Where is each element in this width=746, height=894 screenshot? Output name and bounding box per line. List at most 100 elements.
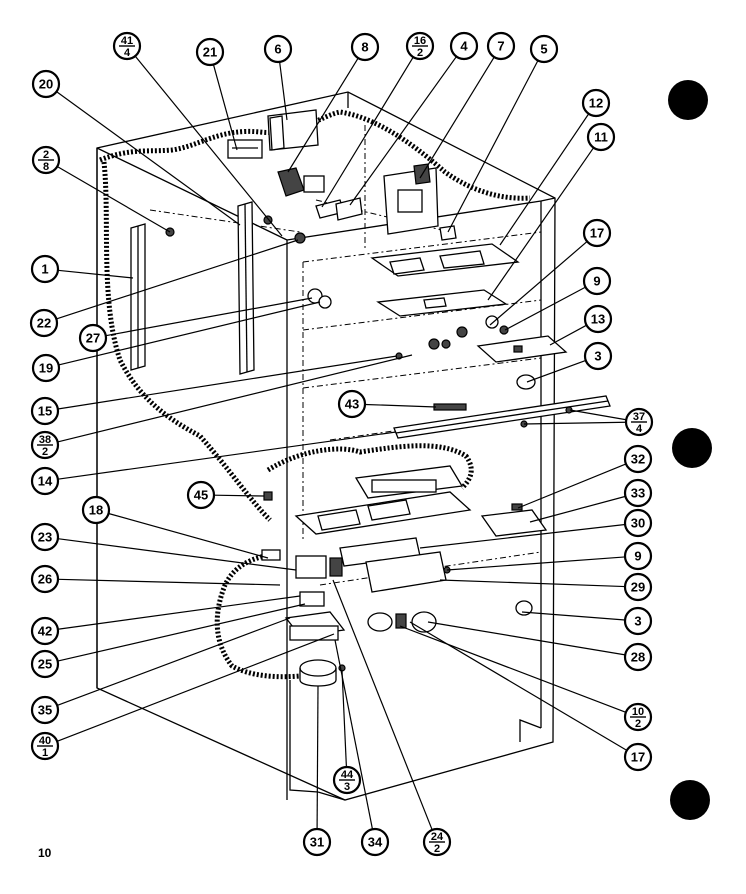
callout-circle	[30, 522, 60, 552]
leader-c30-31	[419, 523, 626, 549]
callout-c17a: 17	[582, 218, 612, 248]
callout-label: 7	[497, 39, 504, 54]
leader-c19-19	[58, 301, 321, 366]
leader-c32-26	[517, 463, 627, 509]
callout-numerator: 10	[632, 706, 644, 718]
leader-c37-4-23	[523, 421, 627, 425]
callout-label: 45	[194, 488, 208, 503]
callout-circle	[337, 389, 367, 419]
binder-holes	[668, 80, 712, 820]
callout-numerator: 38	[39, 434, 51, 446]
leader-c3b-36	[521, 611, 626, 621]
callout-denominator: 3	[344, 781, 350, 793]
callout-circle	[581, 88, 611, 118]
callout-c25: 25	[30, 649, 60, 679]
callout-circle	[263, 34, 293, 64]
foam-gasket	[99, 109, 531, 680]
callout-label: 30	[631, 516, 645, 531]
callout-circle	[582, 218, 612, 248]
leader-c20-8	[56, 91, 241, 226]
callout-label: 18	[89, 503, 103, 518]
callout-c30: 30	[623, 508, 653, 538]
leader-c24-2-46	[332, 579, 433, 831]
callout-denominator: 8	[43, 161, 49, 173]
callout-c17b: 17	[623, 742, 653, 772]
callout-c3a: 3	[583, 341, 613, 371]
crossbar-rail	[393, 395, 611, 439]
callout-circle	[350, 32, 380, 62]
callout-label: 9	[593, 274, 600, 289]
leader-c14-25	[57, 431, 397, 480]
callout-label: 19	[39, 361, 53, 376]
callout-circle	[623, 572, 653, 602]
leader-c1-13	[57, 269, 134, 279]
callout-circle	[186, 480, 216, 510]
callout-circle	[30, 466, 60, 496]
callout-c32: 32	[623, 444, 653, 474]
callout-c10-2: 102	[623, 702, 653, 732]
callout-numerator: 44	[341, 769, 354, 781]
callout-c38-2: 382	[30, 430, 60, 460]
callout-label: 15	[38, 404, 52, 419]
leader-c23-30	[57, 538, 297, 571]
callout-label: 12	[589, 96, 603, 111]
leader-c45-27	[213, 494, 265, 497]
callout-label: 42	[38, 624, 52, 639]
callout-circle	[623, 606, 653, 636]
callout-denominator: 2	[434, 843, 440, 855]
leader-c10-2-40	[399, 625, 627, 713]
callout-circle	[529, 34, 559, 64]
callout-label: 9	[634, 549, 641, 564]
callout-c37-4: 374	[624, 407, 654, 437]
callout-c28: 28	[623, 642, 653, 672]
callout-label: 32	[631, 452, 645, 467]
leader-c21-1	[212, 64, 238, 151]
callout-label: 1	[41, 262, 48, 277]
callout-numerator: 40	[39, 735, 51, 747]
callout-circle	[623, 444, 653, 474]
callout-c4: 4	[449, 31, 479, 61]
leader-c38-2-24	[57, 354, 413, 443]
callout-label: 26	[38, 572, 52, 587]
callout-c34: 34	[360, 827, 390, 857]
callout-c29: 29	[623, 572, 653, 602]
callout-label: 13	[591, 312, 605, 327]
callout-label: 29	[631, 580, 645, 595]
callout-label: 3	[594, 349, 601, 364]
callout-circle	[623, 642, 653, 672]
leader-c11-11	[487, 147, 595, 301]
leader-c42-35	[57, 595, 301, 630]
callout-label: 8	[361, 40, 368, 55]
leader-c31-44	[316, 685, 319, 830]
callout-c27: 27	[78, 323, 108, 353]
callout-c43: 43	[337, 389, 367, 419]
callout-label: 25	[38, 657, 52, 672]
callout-c23: 23	[30, 522, 60, 552]
callout-label: 20	[39, 77, 53, 92]
leader-c33-28	[529, 495, 626, 523]
binder-hole-top	[668, 80, 708, 120]
callout-c24-2: 242	[422, 827, 452, 857]
callout-circle	[583, 341, 613, 371]
callout-numerator: 16	[414, 35, 426, 47]
callout-label: 5	[540, 42, 547, 57]
leader-c44-3-43	[341, 669, 348, 768]
callout-denominator: 4	[636, 423, 643, 435]
leader-c9a-14	[504, 286, 586, 331]
leader-c15-20	[57, 355, 398, 410]
callout-circle	[30, 649, 60, 679]
callout-label: 33	[631, 486, 645, 501]
callout-label: 4	[460, 39, 468, 54]
callout-label: 11	[594, 130, 608, 145]
callout-c9a: 9	[582, 266, 612, 296]
callout-circle	[302, 827, 332, 857]
page-number: 10	[38, 846, 52, 860]
callout-label: 31	[310, 835, 324, 850]
callout-denominator: 1	[42, 747, 48, 759]
callout-circle	[29, 308, 59, 338]
callout-c15: 15	[30, 396, 60, 426]
callout-label: 17	[631, 750, 645, 765]
